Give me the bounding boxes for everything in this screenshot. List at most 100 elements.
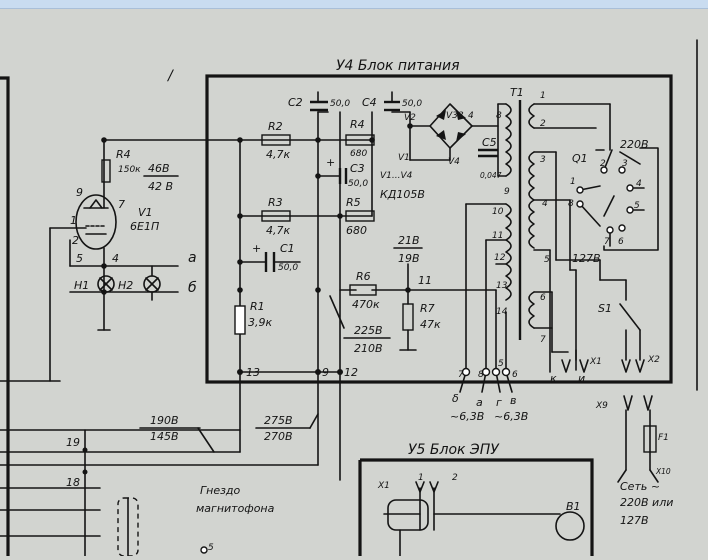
v145: 145В	[150, 430, 179, 443]
v190: 190В	[150, 414, 179, 427]
power-supply-frame	[205, 39, 698, 391]
wind-3: 3	[540, 155, 546, 165]
resistor-r1	[234, 305, 246, 335]
r4-ref: R4	[350, 118, 365, 131]
bt-6: 6	[512, 370, 518, 380]
v21: 21В	[398, 234, 420, 247]
v1-type: 6Е1П	[130, 220, 159, 233]
lamp-h2	[143, 275, 161, 293]
bt-7: 7	[458, 370, 464, 380]
socket-pin	[200, 546, 208, 554]
r3-ref: R3	[268, 196, 283, 209]
sw-4: 4	[636, 179, 642, 189]
x10-label: Х10	[655, 467, 671, 476]
junctions	[101, 123, 413, 375]
epu-block-title: У5 Блок ЭПУ	[408, 442, 500, 458]
x1-label: X1	[589, 357, 602, 367]
wind-4: 4	[542, 199, 548, 209]
r1-value: 3,9к	[248, 316, 272, 329]
transformer-t1	[465, 100, 611, 373]
term-9: 9	[322, 366, 329, 379]
c4-value: 50,0	[402, 99, 422, 109]
c4-ref: C4	[362, 96, 377, 109]
q1-contact-3	[618, 166, 626, 174]
r3-value: 4,7к	[266, 224, 290, 237]
v220-label: 220В	[620, 138, 649, 151]
epu-pin-2: 2	[452, 473, 458, 483]
resistor-r2	[261, 134, 291, 146]
resistor-r4-left	[101, 159, 111, 183]
term-13: 13	[246, 366, 260, 379]
diode-v2: V2	[404, 113, 416, 123]
diode-num-3: 3	[458, 111, 464, 121]
v1-ref: V1	[138, 206, 153, 219]
v210: 210В	[354, 342, 383, 355]
term-5	[491, 367, 501, 377]
capacitor-c1	[264, 252, 276, 272]
r4-value: 680	[350, 149, 367, 159]
term-11: 11	[418, 274, 432, 287]
v127-label: 127В	[572, 252, 601, 265]
tube-pin-9: 9	[76, 186, 83, 199]
r7-ref: R7	[420, 302, 435, 315]
bt-8: 8	[478, 370, 484, 380]
c3-ref: C3	[350, 162, 365, 175]
sw-2: 2	[600, 159, 606, 169]
v19: 19В	[398, 252, 420, 265]
r2-ref: R2	[268, 120, 283, 133]
wind-1: 1	[540, 91, 546, 101]
v275: 275В	[264, 414, 293, 427]
term-6	[501, 367, 511, 377]
c1-plus: +	[252, 242, 261, 255]
ac-b-label: ~6,3В	[494, 410, 528, 423]
q1-contact-5	[626, 206, 634, 214]
epu-pin-1: 1	[418, 473, 424, 483]
sw-7: 7	[604, 237, 610, 247]
term-12: 12	[344, 366, 358, 379]
v46: 46В	[148, 162, 170, 175]
window-top-strip	[0, 0, 708, 9]
power-block-title: У4 Блок питания	[336, 58, 460, 74]
capacitor-c3	[338, 168, 348, 184]
bt-5: 5	[498, 359, 504, 369]
mains-line-1: Сеть ~	[620, 480, 660, 493]
c3-plus: +	[326, 156, 335, 169]
c2-ref: C2	[288, 96, 303, 109]
sw-1: 1	[570, 177, 576, 187]
diode-num-4: 4	[468, 111, 474, 121]
fuse-f1	[643, 425, 657, 453]
greek-g: г	[496, 396, 502, 409]
x9-label: X9	[595, 401, 608, 411]
c1-value: 50,0	[278, 263, 298, 273]
r7-value: 47к	[420, 318, 441, 331]
q1-contact-7	[606, 226, 614, 234]
epu-block-frame	[358, 458, 594, 556]
lamp-h2-label: Н2	[118, 279, 133, 292]
wind-2: 2	[540, 119, 546, 129]
mains-line-3: 127В	[620, 514, 649, 527]
capacitor-c2	[310, 91, 328, 112]
tube-pin-7: 7	[118, 198, 125, 211]
q1-label: Q1	[572, 152, 588, 165]
x2-label: X2	[647, 355, 660, 365]
greek-a: а	[476, 396, 483, 409]
lamp-h1	[97, 275, 115, 293]
wind-10: 10	[492, 207, 504, 217]
tube-pin-5: 5	[76, 252, 83, 265]
terminal-18: 18	[66, 476, 80, 489]
v225: 225В	[354, 324, 383, 337]
term-7	[461, 367, 471, 377]
r2-value: 4,7к	[266, 148, 290, 161]
left-board	[0, 76, 319, 557]
ac-a-label: ~6,3В	[450, 410, 484, 423]
resistor-r5	[345, 210, 375, 222]
wind-6: 6	[540, 293, 546, 303]
tube-pin-2: 2	[72, 234, 79, 247]
resistor-r6	[349, 284, 377, 296]
tube-pin-4: 4	[112, 252, 119, 265]
socket-label-1: Гнездо	[200, 484, 241, 497]
r6-value: 470к	[352, 298, 380, 311]
sw-5: 5	[634, 201, 640, 211]
switch-s1	[619, 303, 641, 361]
t1-label: T1	[510, 86, 524, 99]
